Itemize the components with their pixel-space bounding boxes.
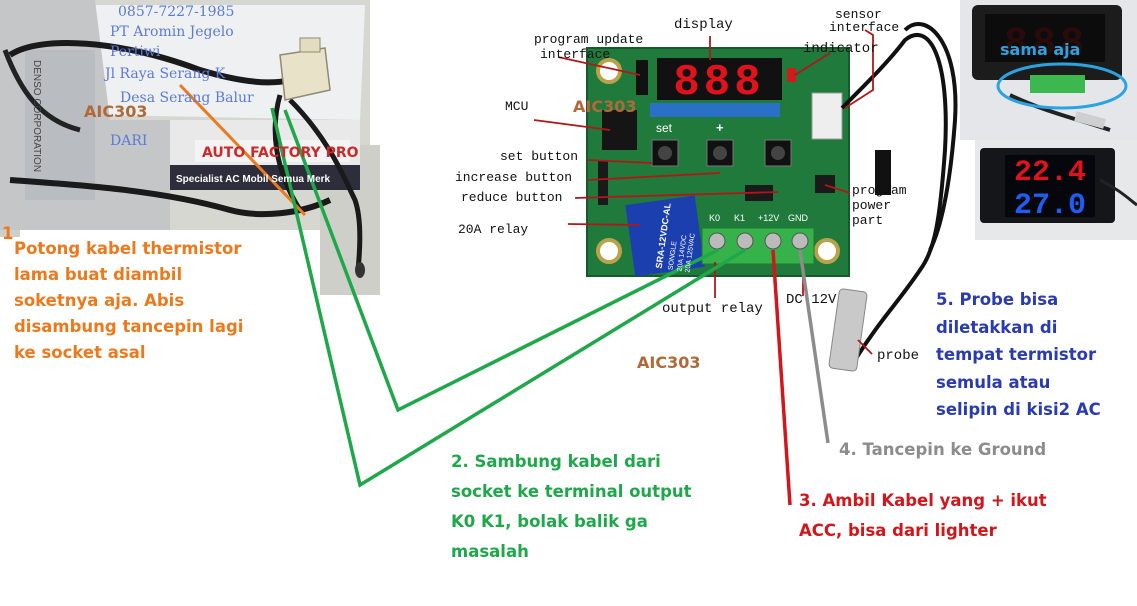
thermistor-cable-photo bbox=[0, 0, 380, 295]
board-plus-label: + bbox=[716, 120, 724, 135]
wire-k1 bbox=[270, 107, 746, 488]
module-top-terminals bbox=[1030, 75, 1085, 93]
power-regulator bbox=[815, 175, 835, 193]
module-blue-reading: 27.0 bbox=[1014, 189, 1086, 223]
thermistor-socket bbox=[279, 47, 331, 101]
note-5-line: diletakkan di bbox=[936, 317, 1058, 337]
thermistor-tip bbox=[355, 262, 365, 278]
note-5-line: tempat termistor bbox=[936, 345, 1097, 364]
terminal-k1 bbox=[736, 232, 754, 250]
label-program-power-2: power bbox=[852, 198, 892, 213]
sama-aja-label: sama aja bbox=[1000, 40, 1081, 59]
board-k0-label: K0 bbox=[709, 213, 720, 223]
temperature-probe bbox=[828, 288, 868, 372]
label-program-power-1: program bbox=[852, 183, 907, 198]
label-program-power-3: part bbox=[852, 213, 884, 228]
note-2-line: 2. Sambung kabel dari bbox=[451, 452, 661, 471]
cut-line bbox=[178, 83, 307, 217]
label-relay: 20A relay bbox=[458, 222, 529, 237]
board-12v-label: +12V bbox=[758, 213, 779, 223]
label-display: display bbox=[674, 17, 733, 33]
note-5-line: semula atau bbox=[936, 372, 1051, 392]
handwriting-line: Jl Raya Serang K bbox=[103, 66, 226, 82]
note-2-line: masalah bbox=[451, 542, 529, 561]
board-set-label: set bbox=[656, 121, 673, 135]
label-reduce-button: reduce button bbox=[461, 190, 563, 205]
note-1-line: lama buat diambil bbox=[14, 265, 183, 284]
terminal-12v bbox=[764, 232, 782, 250]
label-sensor-1: sensor bbox=[835, 7, 882, 22]
board-gnd-label: GND bbox=[788, 213, 809, 223]
handwriting-line: 0857-7227-1985 bbox=[118, 4, 234, 20]
mounting-hole bbox=[596, 238, 622, 264]
label-program-update-1: program update bbox=[534, 32, 644, 47]
note-2: 2. Sambung kabel dari socket ke terminal… bbox=[451, 447, 692, 567]
note-1: Potong kabel thermistor lama buat diambi… bbox=[14, 236, 243, 366]
led-display bbox=[657, 58, 782, 100]
note-3-line: ACC, bisa dari lighter bbox=[799, 521, 997, 540]
probe-assembly bbox=[828, 22, 958, 372]
label-increase-button: increase button bbox=[455, 170, 573, 185]
wire-k0 bbox=[283, 109, 719, 413]
relay-brand: SONGLE bbox=[668, 240, 679, 270]
note-5: 5. Probe bisa diletakkan di tempat termi… bbox=[936, 286, 1101, 424]
handwriting-lines: 0857-7227-1985 PT Aromin Jegelo Pertiwi … bbox=[103, 4, 254, 149]
label-indicator: indicator bbox=[803, 41, 879, 57]
note-5-line: selipin di kisi2 AC bbox=[936, 400, 1101, 419]
banner-subtitle: Specialist AC Mobil Semua Merk bbox=[176, 174, 331, 185]
note-3: 3. Ambil Kabel yang + ikut ACC, bisa dar… bbox=[799, 486, 1047, 546]
label-dc12v: DC 12V bbox=[786, 292, 837, 308]
highlight-ellipse bbox=[996, 62, 1128, 110]
brand-tag-center: AIC303 bbox=[637, 353, 701, 372]
module-top bbox=[960, 0, 1137, 140]
mounting-hole bbox=[814, 238, 840, 264]
brand-tag-board: AIC303 bbox=[573, 97, 637, 116]
note-1-number: 1 bbox=[2, 224, 14, 243]
module-red-reading: 22.4 bbox=[1014, 156, 1086, 190]
wires bbox=[270, 107, 830, 506]
leader-lines bbox=[533, 29, 874, 355]
note-1-line: Potong kabel thermistor bbox=[14, 239, 242, 258]
module-top-digits: 888 bbox=[1004, 22, 1088, 67]
handwriting-line: DARI bbox=[110, 133, 147, 149]
note-5-line: 5. Probe bisa bbox=[936, 290, 1059, 309]
board-k1-label: K1 bbox=[734, 213, 745, 223]
label-probe: probe bbox=[877, 348, 920, 364]
label-program-update-2: interface bbox=[540, 47, 611, 62]
denso-sticker-text: DENSO CORPORATION bbox=[31, 60, 42, 172]
indicator-led bbox=[787, 68, 796, 82]
thermostat-board bbox=[586, 47, 850, 277]
terminal-gnd bbox=[791, 232, 809, 250]
dealer-strip bbox=[650, 103, 780, 117]
note-1-line: soketnya aja. Abis bbox=[14, 291, 185, 310]
handwriting-line: Pertiwi bbox=[110, 44, 161, 60]
board-display-digits: 888 bbox=[673, 58, 764, 108]
banner-title: AUTO FACTORY PRO bbox=[202, 145, 359, 161]
note-2-line: socket ke terminal output bbox=[451, 482, 692, 501]
handwriting-line: Desa Serang Balur bbox=[120, 90, 254, 106]
sensor-connector bbox=[811, 92, 843, 140]
label-mcu: MCU bbox=[505, 99, 529, 114]
mounting-hole bbox=[596, 58, 622, 84]
note-1-line: disambung tancepin lagi bbox=[14, 317, 244, 336]
note-4: 4. Tancepin ke Ground bbox=[839, 440, 1047, 459]
label-set-button: set button bbox=[500, 149, 579, 164]
terminal-k0 bbox=[708, 232, 726, 250]
relay-20a bbox=[625, 195, 705, 277]
label-output-relay: output relay bbox=[662, 301, 763, 317]
handwriting-line: PT Aromin Jegelo bbox=[110, 24, 234, 40]
module-bottom bbox=[975, 140, 1137, 240]
note-2-line: K0 K1, bolak balik ga bbox=[451, 512, 648, 531]
program-update-interface bbox=[636, 60, 648, 95]
brand-tag-photo: AIC303 bbox=[84, 102, 148, 121]
note-3-line: 3. Ambil Kabel yang + ikut bbox=[799, 491, 1047, 510]
wire-ground bbox=[798, 249, 830, 444]
wire-12v bbox=[771, 249, 792, 506]
note-1-line: ke socket asal bbox=[14, 343, 146, 362]
label-sensor-2: interface bbox=[829, 20, 900, 35]
